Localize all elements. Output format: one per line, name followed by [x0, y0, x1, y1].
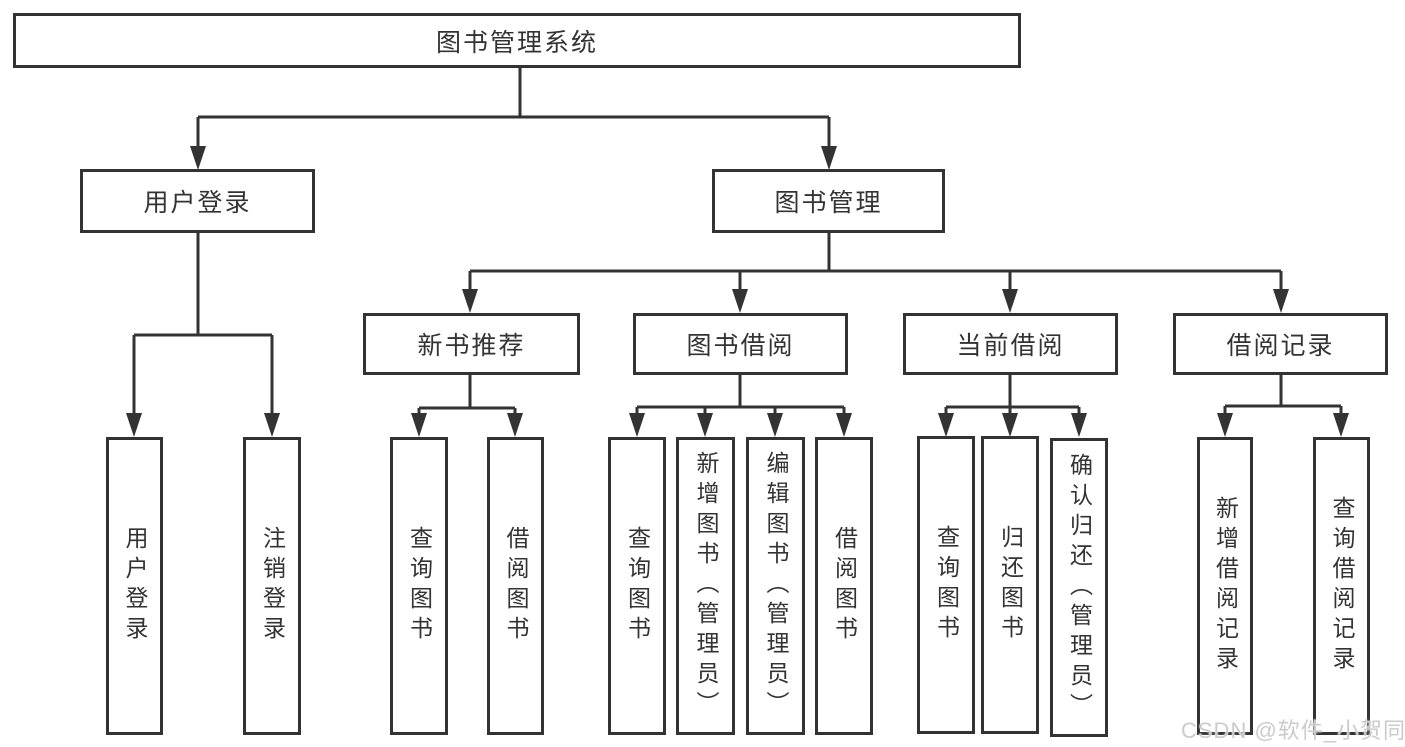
node-book-management: 图书管理: [712, 169, 945, 233]
node-leaf-cb-query-books: 查询图书: [917, 436, 975, 734]
node-leaf-cb-return-books: 归还图书: [981, 436, 1039, 734]
node-borrowing-records: 借阅记录: [1173, 313, 1388, 375]
node-leaf-br-add-record: 新增借阅记录: [1197, 437, 1253, 735]
node-leaf-user-login: 用户登录: [106, 437, 163, 735]
node-leaf-nb-borrow-books: 借阅图书: [487, 437, 544, 735]
node-leaf-bb-edit-books: 编辑图书（管理员）: [746, 437, 805, 735]
node-leaf-logout: 注销登录: [243, 437, 301, 735]
node-leaf-bb-borrow-books: 借阅图书: [815, 437, 873, 735]
node-current-borrowing: 当前借阅: [903, 313, 1118, 375]
node-leaf-bb-add-books: 新增图书（管理员）: [676, 437, 735, 735]
arrowheads: [126, 146, 1349, 437]
node-new-book-recommend: 新书推荐: [363, 313, 580, 375]
node-user-login: 用户登录: [80, 169, 315, 233]
node-leaf-nb-query-books: 查询图书: [390, 437, 448, 735]
node-leaf-cb-confirm-return: 确认归还（管理员）: [1050, 438, 1108, 737]
node-book-borrowing: 图书借阅: [633, 313, 848, 375]
node-leaf-br-query-record: 查询借阅记录: [1313, 437, 1370, 735]
csdn-watermark: CSDN @软件_小贺同学: [1181, 718, 1405, 743]
node-root: 图书管理系统: [13, 13, 1021, 68]
node-leaf-bb-query-books: 查询图书: [608, 437, 666, 735]
